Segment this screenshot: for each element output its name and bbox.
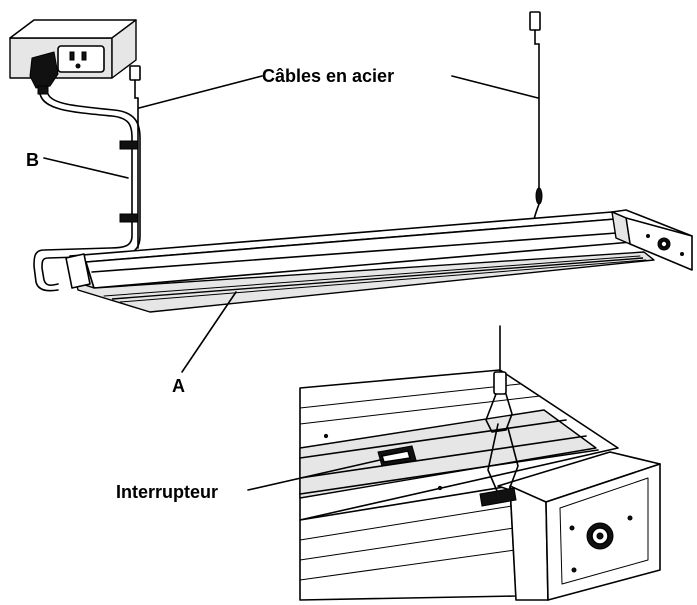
leader-cables-left (138, 75, 263, 109)
label-switch: Interrupteur (116, 482, 218, 502)
steel-cable-left (129, 65, 141, 249)
label-steel-cables: Câbles en acier (262, 66, 394, 86)
power-plug (29, 51, 59, 95)
steel-cable-right (529, 11, 543, 221)
leader-switch (247, 459, 381, 491)
label-a: A (172, 376, 185, 396)
light-fixture-a (65, 209, 693, 313)
leader-b (43, 157, 129, 179)
fixture-detail-view (299, 325, 661, 601)
label-b: B (26, 150, 39, 170)
wall-outlet (9, 19, 137, 79)
leader-cables-right (451, 75, 539, 99)
leader-a (181, 291, 237, 373)
